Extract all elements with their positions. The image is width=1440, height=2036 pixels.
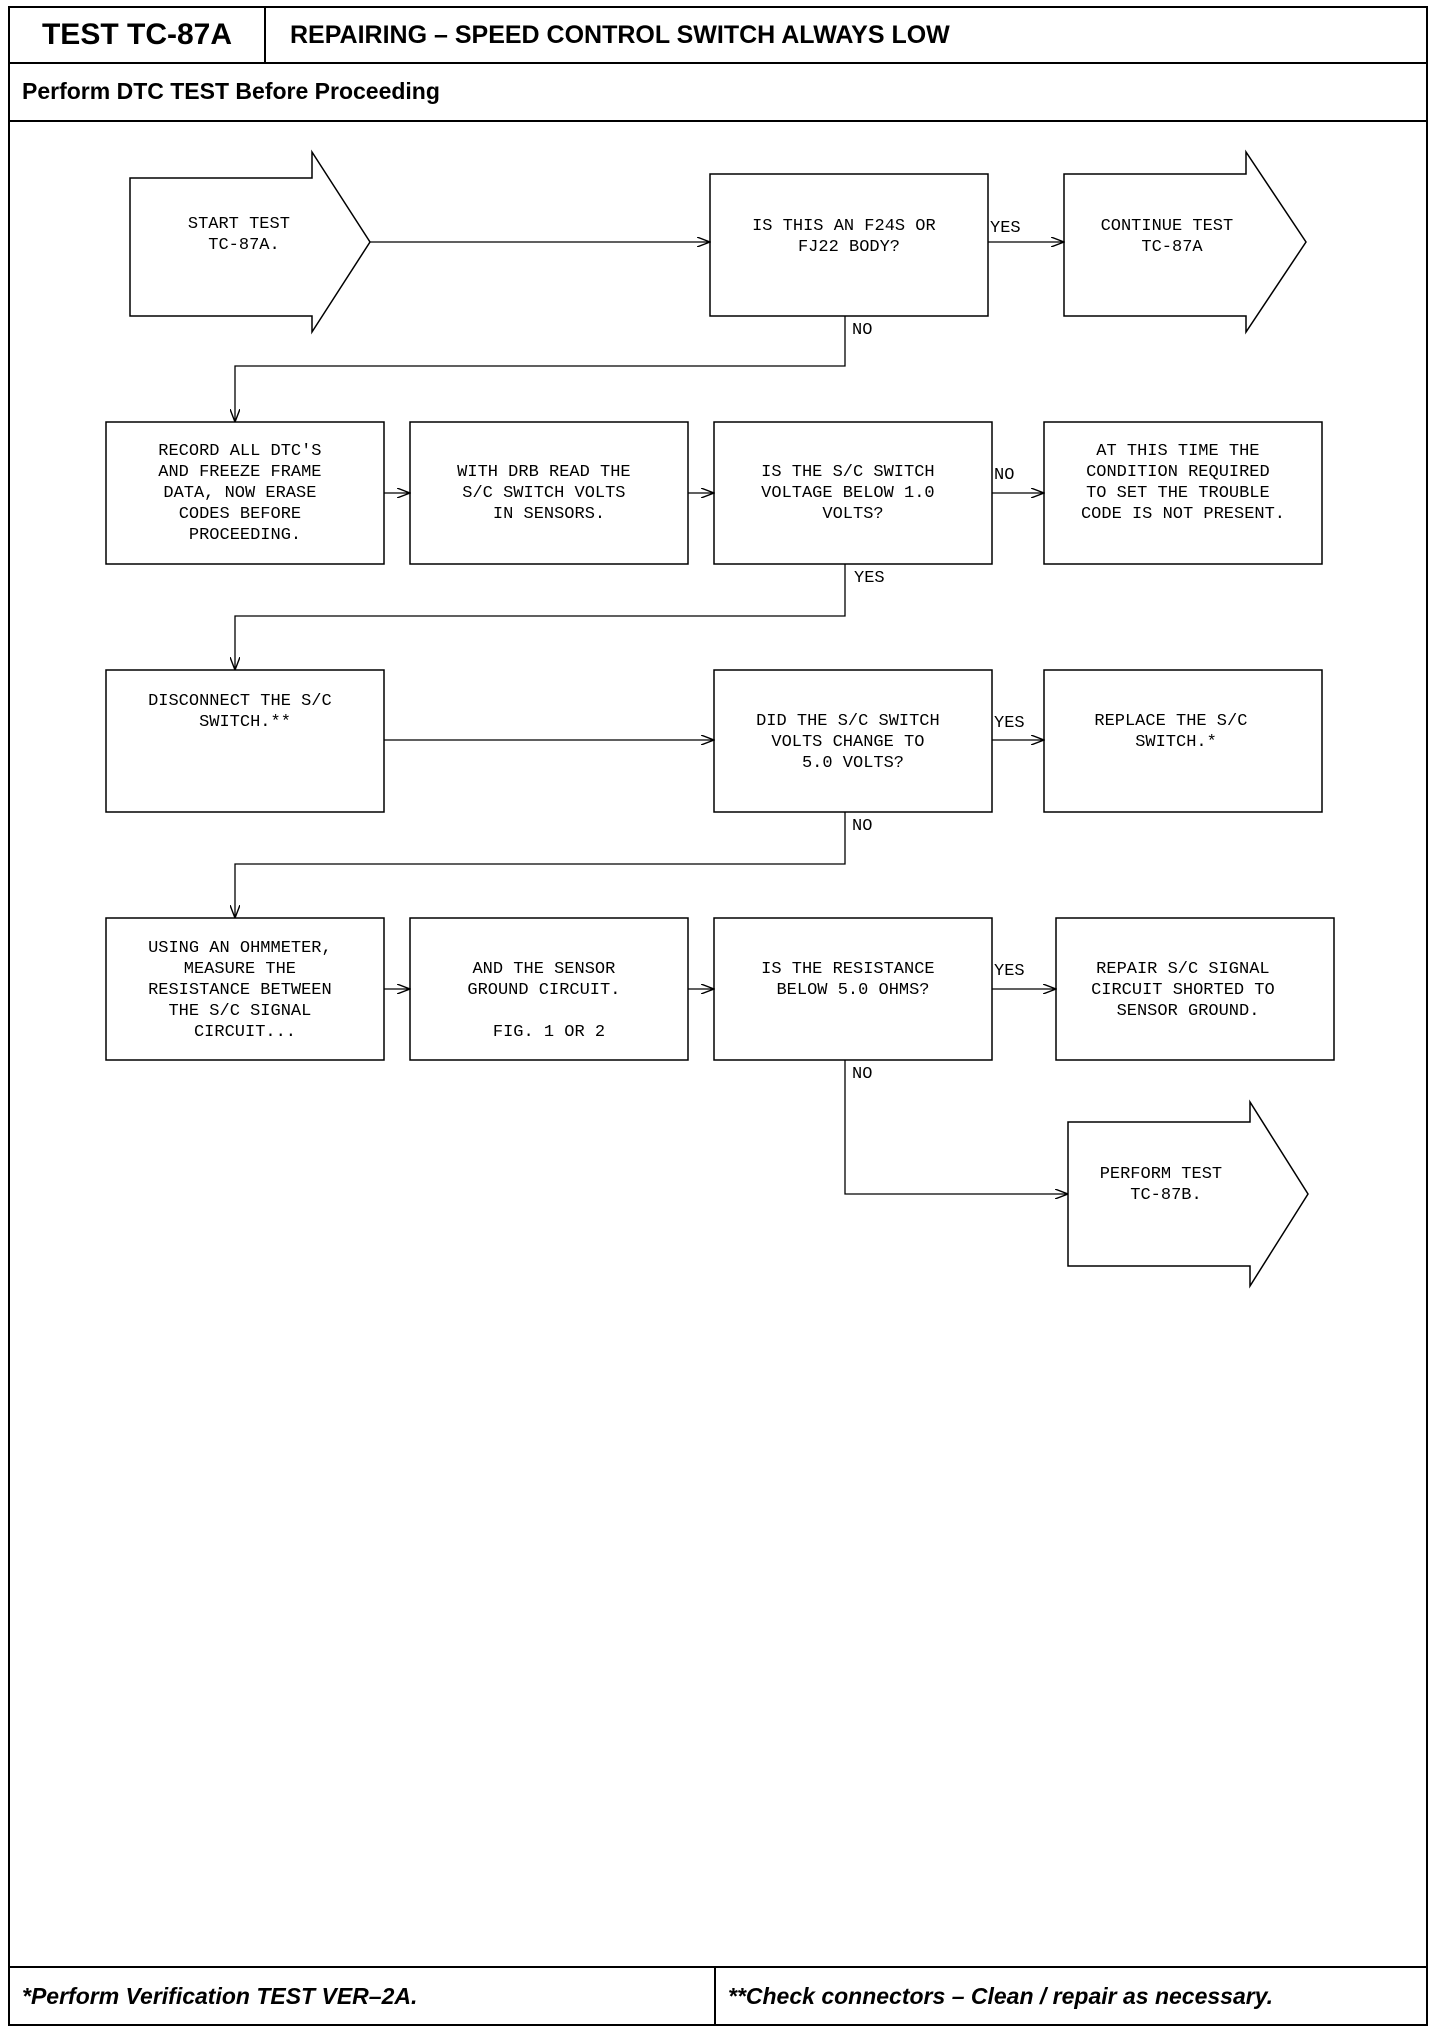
page-subtitle: Perform DTC TEST Before Proceeding — [22, 78, 440, 104]
perform-b-text: PERFORM TEST TC-87B. — [1100, 1165, 1233, 1205]
question-change-text: DID THE S/C SWITCH VOLTS CHANGE TO 5.0 V… — [756, 712, 950, 773]
question-body-text: IS THIS AN F24S OR FJ22 BODY? — [752, 217, 946, 257]
drb-read-text: WITH DRB READ THE S/C SWITCH VOLTS IN SE… — [457, 463, 641, 524]
edge-label-change-no: NO — [852, 817, 872, 836]
question-voltage-box — [713, 421, 993, 565]
footer-note-left: *Perform Verification TEST VER–2A. — [10, 1968, 716, 2024]
footer-bar: *Perform Verification TEST VER–2A. **Che… — [10, 1966, 1426, 2024]
footer-note-right: **Check connectors – Clean / repair as n… — [728, 1983, 1274, 2009]
start-text: START TEST TC-87A. — [188, 215, 300, 255]
question-voltage-text: IS THE S/C SWITCH VOLTAGE BELOW 1.0 VOLT… — [761, 463, 945, 524]
edge-label-body-yes: YES — [990, 219, 1021, 238]
record-dtc-text: RECORD ALL DTC'S AND FREEZE FRAME DATA, … — [158, 442, 331, 545]
subtitle-bar: Perform DTC TEST Before Proceeding — [10, 64, 1426, 122]
question-change-box — [713, 669, 993, 813]
start-arrow-shape — [129, 149, 371, 335]
perform-b-arrow-shape — [1067, 1099, 1309, 1289]
test-id: TEST TC-87A — [10, 8, 266, 62]
disconnect-box — [105, 669, 385, 813]
edge-label-body-no: NO — [852, 321, 872, 340]
continue-text: CONTINUE TEST TC-87A — [1101, 217, 1244, 257]
connector-resistance-no — [844, 1060, 1068, 1194]
edge-label-voltage-yes: YES — [854, 569, 885, 588]
sensor-ground-text: AND THE SENSOR GROUND CIRCUIT. FIG. 1 OR… — [467, 960, 630, 1042]
page-title: REPAIRING – SPEED CONTROL SWITCH ALWAYS … — [290, 21, 950, 49]
connector-change-no — [235, 812, 846, 918]
ohmmeter-box — [105, 917, 385, 1061]
ohmmeter-text: USING AN OHMMETER, MEASURE THE RESISTANC… — [148, 939, 342, 1042]
disconnect-text: DISCONNECT THE S/C SWITCH.** — [148, 692, 342, 732]
question-resistance-text: IS THE RESISTANCE BELOW 5.0 OHMS? — [761, 960, 945, 1000]
edge-label-change-yes: YES — [994, 714, 1025, 733]
not-present-text: AT THIS TIME THE CONDITION REQUIRED TO S… — [1081, 442, 1285, 524]
edge-label-resistance-yes: YES — [994, 962, 1025, 981]
connector-no-to-record — [235, 316, 846, 422]
question-body-box — [709, 173, 989, 317]
continue-arrow-shape — [1063, 149, 1307, 335]
connector-voltage-yes — [235, 564, 846, 670]
edge-label-resistance-no: NO — [852, 1065, 872, 1084]
edge-label-voltage-no: NO — [994, 466, 1014, 485]
header-bar: TEST TC-87A REPAIRING – SPEED CONTROL SW… — [10, 8, 1426, 64]
not-present-box — [1043, 421, 1323, 565]
replace-switch-box — [1043, 669, 1323, 813]
diagram-page: TEST TC-87A REPAIRING – SPEED CONTROL SW… — [8, 6, 1428, 2026]
repair-circuit-text: REPAIR S/C SIGNAL CIRCUIT SHORTED TO SEN… — [1091, 960, 1285, 1021]
replace-switch-text: REPLACE THE S/C SWITCH.* — [1094, 712, 1257, 752]
drb-read-box — [409, 421, 689, 565]
repair-circuit-box — [1055, 917, 1335, 1061]
record-dtc-box — [105, 421, 385, 565]
